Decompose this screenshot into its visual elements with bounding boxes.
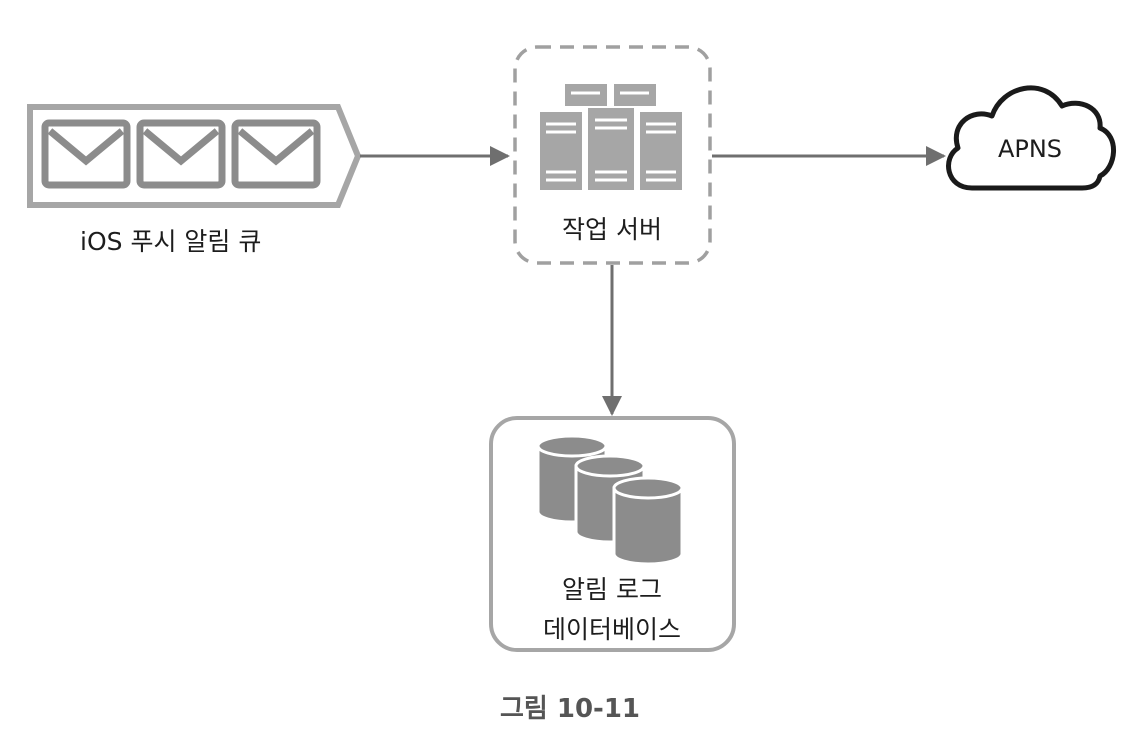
figure-caption: 그림 10-11 xyxy=(499,694,641,724)
envelope-icon xyxy=(41,119,131,189)
apns-node xyxy=(946,85,1116,191)
queue-node xyxy=(27,104,362,208)
envelope-icon xyxy=(231,119,321,189)
database-cylinders-icon xyxy=(536,434,684,566)
server-rack-icon xyxy=(540,84,682,190)
cloud-icon xyxy=(946,85,1116,191)
queue-label: iOS 푸시 알림 큐 xyxy=(80,227,262,256)
envelope-icon xyxy=(136,119,226,189)
apns-label: APNS xyxy=(997,135,1063,163)
database-label: 알림 로그 데이터베이스 xyxy=(492,570,732,650)
server-label: 작업 서버 xyxy=(562,215,662,244)
database-label-line1: 알림 로그 xyxy=(562,575,662,604)
server-node xyxy=(513,45,712,265)
database-label-line2: 데이터베이스 xyxy=(542,615,681,644)
database-node xyxy=(489,416,736,652)
